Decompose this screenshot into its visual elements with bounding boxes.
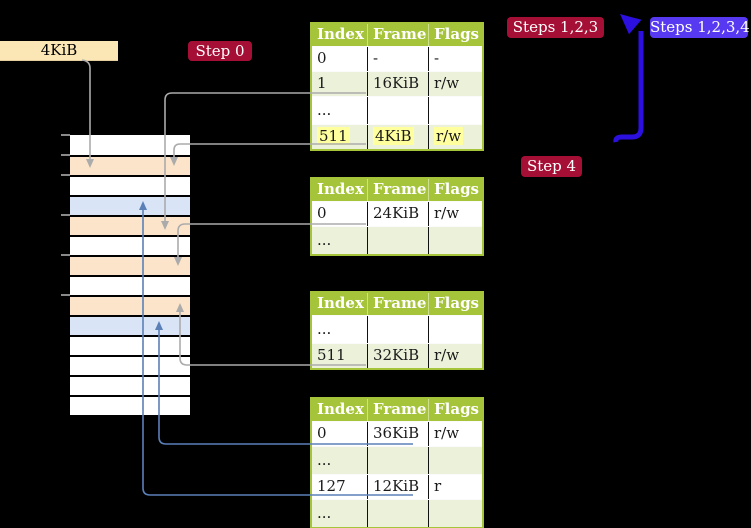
table-cell: 12KiB bbox=[367, 475, 428, 499]
table-cell: r bbox=[428, 475, 482, 499]
table-cell bbox=[428, 500, 482, 527]
table-cell: r/w bbox=[428, 344, 482, 368]
memory-row-white bbox=[70, 395, 190, 415]
physical-memory-strip bbox=[70, 135, 190, 415]
table-cell bbox=[428, 316, 482, 343]
memory-tick bbox=[61, 294, 70, 296]
memory-tick bbox=[61, 134, 70, 136]
table-cell: r/w bbox=[428, 422, 482, 446]
memory-row-blue bbox=[70, 315, 190, 335]
table-cell: ... bbox=[317, 504, 332, 522]
table-row: ... bbox=[312, 226, 482, 254]
table-cell: 24KiB bbox=[367, 202, 428, 226]
memory-row-white bbox=[70, 355, 190, 375]
memory-row-white bbox=[70, 235, 190, 255]
memory-tick bbox=[61, 214, 70, 216]
table-cell bbox=[367, 227, 428, 254]
table-cell: - bbox=[367, 47, 428, 71]
table-cell: r/w bbox=[428, 202, 482, 226]
highlighted-value: r/w bbox=[434, 127, 464, 145]
column-header: Index bbox=[317, 400, 364, 418]
table-cell: ... bbox=[317, 231, 332, 249]
highlighted-value: 511 bbox=[317, 127, 350, 145]
table-cell: 0 bbox=[317, 424, 327, 442]
table-cell bbox=[367, 500, 428, 527]
memory-tick bbox=[61, 174, 70, 176]
table-cell bbox=[428, 97, 482, 124]
table-row: ... bbox=[312, 446, 482, 474]
table-row: 511 4KiB r/w bbox=[312, 124, 482, 149]
column-header: Flags bbox=[428, 293, 482, 315]
column-header: Flags bbox=[428, 24, 482, 46]
memory-row-white bbox=[70, 175, 190, 195]
table-cell bbox=[428, 227, 482, 254]
table-cell: ... bbox=[317, 451, 332, 469]
memory-row-peach bbox=[70, 255, 190, 275]
table-cell: r/w bbox=[428, 125, 482, 149]
memory-row-peach bbox=[70, 215, 190, 235]
table-cell: - bbox=[428, 47, 482, 71]
step-0-label: Step 0 bbox=[188, 41, 252, 61]
table-row: 0 -- bbox=[312, 46, 482, 71]
table-cell: 127 bbox=[317, 477, 346, 495]
column-header: Index bbox=[317, 294, 364, 312]
column-header: Frame bbox=[367, 399, 428, 421]
table-cell: 0 bbox=[317, 204, 327, 222]
table-cell: 511 bbox=[317, 346, 346, 364]
column-header: Index bbox=[317, 25, 364, 43]
memory-tick bbox=[61, 254, 70, 256]
memory-row-white bbox=[70, 275, 190, 295]
table-row: ... bbox=[312, 315, 482, 343]
steps-123-label: Steps 1,2,3 bbox=[507, 17, 604, 38]
table-cell: 511 bbox=[312, 125, 367, 149]
memory-row-blue bbox=[70, 195, 190, 215]
column-header: Frame bbox=[367, 293, 428, 315]
table-row: ... bbox=[312, 96, 482, 124]
table-cell: 32KiB bbox=[367, 344, 428, 368]
memory-tick bbox=[61, 154, 70, 156]
table-cell: ... bbox=[317, 101, 332, 119]
memory-row-peach bbox=[70, 295, 190, 315]
table-cell: r/w bbox=[428, 72, 482, 96]
table-cell: 36KiB bbox=[367, 422, 428, 446]
column-header: Flags bbox=[428, 179, 482, 201]
page-size-box: 4KiB bbox=[0, 41, 118, 61]
step-4-label: Step 4 bbox=[521, 156, 582, 177]
table-cell bbox=[367, 316, 428, 343]
memory-row-white bbox=[70, 375, 190, 395]
table-cell: ... bbox=[317, 320, 332, 338]
steps-flow-arrow bbox=[613, 14, 644, 143]
memory-row-white bbox=[70, 335, 190, 355]
table-cell: 1 bbox=[317, 74, 327, 92]
highlighted-value: 4KiB bbox=[373, 127, 414, 145]
table-row: ... bbox=[312, 499, 482, 527]
memory-row-peach bbox=[70, 155, 190, 175]
column-header: Flags bbox=[428, 399, 482, 421]
table-cell bbox=[428, 447, 482, 474]
table-cell bbox=[367, 97, 428, 124]
steps-1234-label: Steps 1,2,3,4 bbox=[650, 17, 750, 38]
memory-row-white bbox=[70, 135, 190, 155]
column-header: Frame bbox=[367, 179, 428, 201]
column-header: Frame bbox=[367, 24, 428, 46]
table-cell bbox=[367, 447, 428, 474]
table-cell: 16KiB bbox=[367, 72, 428, 96]
table-cell: 4KiB bbox=[367, 125, 428, 149]
table-cell: 0 bbox=[317, 49, 327, 67]
column-header: Index bbox=[317, 180, 364, 198]
